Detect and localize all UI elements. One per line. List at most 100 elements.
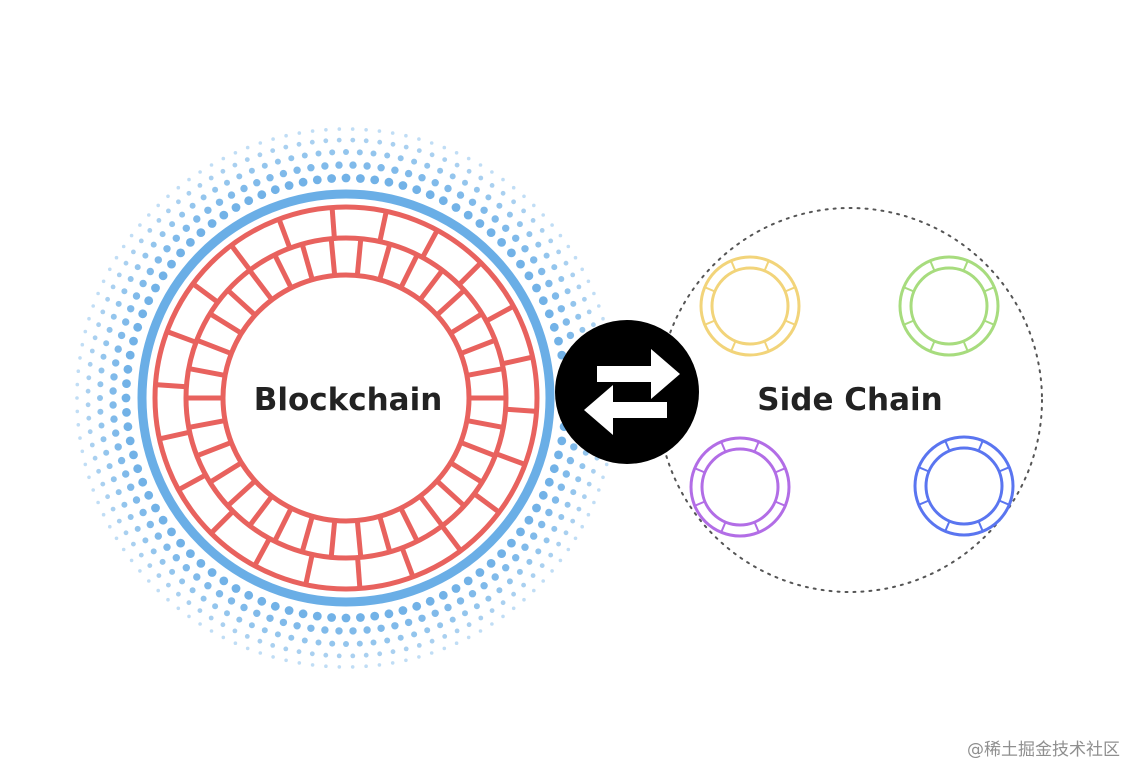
halo-dot — [172, 234, 180, 242]
halo-dot — [257, 638, 263, 644]
halo-dot — [500, 190, 506, 196]
halo-dot — [463, 576, 473, 586]
side-chain-node — [689, 436, 791, 538]
halo-dot — [176, 248, 186, 258]
node-divider — [774, 500, 786, 507]
halo-dot — [189, 202, 196, 209]
halo-dot — [108, 267, 112, 272]
halo-dot — [156, 218, 162, 223]
halo-dot — [134, 264, 141, 271]
halo-dot — [456, 191, 465, 199]
node-inner-ring — [700, 447, 780, 527]
node-divider — [753, 441, 760, 453]
block-divider — [155, 382, 187, 390]
halo-dot — [122, 408, 131, 417]
halo-dot — [283, 646, 289, 652]
halo-dot — [248, 622, 255, 629]
halo-dot — [532, 203, 536, 208]
halo-dot — [478, 163, 483, 167]
halo-dot — [105, 296, 110, 302]
halo-dot — [545, 279, 553, 288]
halo-dot — [209, 163, 214, 167]
block-divider — [398, 253, 420, 290]
halo-dot — [403, 144, 409, 150]
halo-dot — [227, 191, 236, 199]
halo-dot — [147, 228, 153, 233]
halo-dot — [442, 634, 448, 639]
halo-dot — [466, 168, 472, 174]
halo-dot — [582, 296, 587, 302]
halo-dot — [100, 353, 107, 360]
halo-dot — [403, 646, 409, 652]
halo-dot — [142, 537, 149, 544]
node-divider — [977, 440, 984, 452]
node-divider — [704, 319, 716, 326]
halo-dot — [122, 318, 130, 326]
halo-dot — [506, 578, 513, 585]
halo-dot — [597, 488, 601, 492]
halo-dot — [200, 194, 207, 201]
halo-dot — [87, 361, 93, 367]
halo-dot — [425, 190, 435, 200]
node-outer-ring — [913, 435, 1015, 537]
halo-dot — [370, 150, 377, 157]
halo-dot — [186, 238, 195, 247]
halo-dot — [245, 646, 250, 651]
halo-dot — [123, 422, 133, 432]
halo-dot — [109, 401, 117, 409]
halo-dot — [122, 379, 131, 388]
halo-dot — [121, 244, 126, 249]
halo-dot — [176, 185, 181, 190]
halo-dot — [417, 137, 421, 141]
halo-dot — [163, 245, 171, 253]
block-divider — [449, 311, 484, 336]
halo-dot — [231, 584, 241, 593]
halo-dot — [142, 252, 149, 259]
halo-dot — [112, 429, 120, 437]
halo-dot — [324, 664, 328, 668]
halo-dot — [100, 481, 106, 487]
halo-dot — [100, 309, 106, 315]
halo-dot — [491, 573, 499, 581]
halo-dot — [212, 186, 219, 193]
halo-dot — [321, 626, 329, 634]
halo-dot — [100, 436, 107, 443]
node-divider — [704, 286, 716, 293]
node-outer-ring — [898, 255, 1000, 357]
halo-dot — [106, 463, 113, 470]
halo-dot — [288, 634, 295, 641]
block-divider — [501, 354, 534, 367]
halo-dot — [166, 194, 170, 199]
halo-dot — [397, 634, 404, 641]
halo-dot — [91, 304, 95, 308]
block-divider — [399, 546, 416, 578]
node-divider — [918, 499, 930, 506]
halo-dot — [364, 664, 368, 668]
block-divider — [208, 460, 243, 485]
block-divider — [466, 418, 504, 430]
block-divider — [377, 515, 393, 553]
block-divider — [177, 472, 207, 492]
halo-dot — [221, 156, 226, 161]
halo-dot — [122, 470, 130, 478]
node-divider — [983, 319, 995, 326]
halo-dot — [563, 530, 569, 536]
halo-dot — [129, 558, 134, 563]
halo-dot — [543, 537, 550, 544]
halo-dot — [363, 626, 371, 634]
halo-dot — [312, 175, 322, 185]
halo-dot — [279, 618, 288, 627]
halo-dot — [123, 364, 133, 374]
halo-dot — [551, 525, 558, 532]
halo-dot — [204, 206, 212, 214]
halo-dot — [236, 616, 243, 623]
block-divider — [272, 506, 294, 543]
halo-dot — [343, 149, 349, 155]
halo-dot — [576, 506, 582, 512]
halo-dot — [337, 127, 342, 131]
halo-dot — [391, 622, 399, 630]
halo-dot — [271, 137, 275, 141]
halo-dot — [521, 582, 526, 588]
halo-dot — [424, 162, 431, 169]
halo-dot — [543, 252, 550, 259]
